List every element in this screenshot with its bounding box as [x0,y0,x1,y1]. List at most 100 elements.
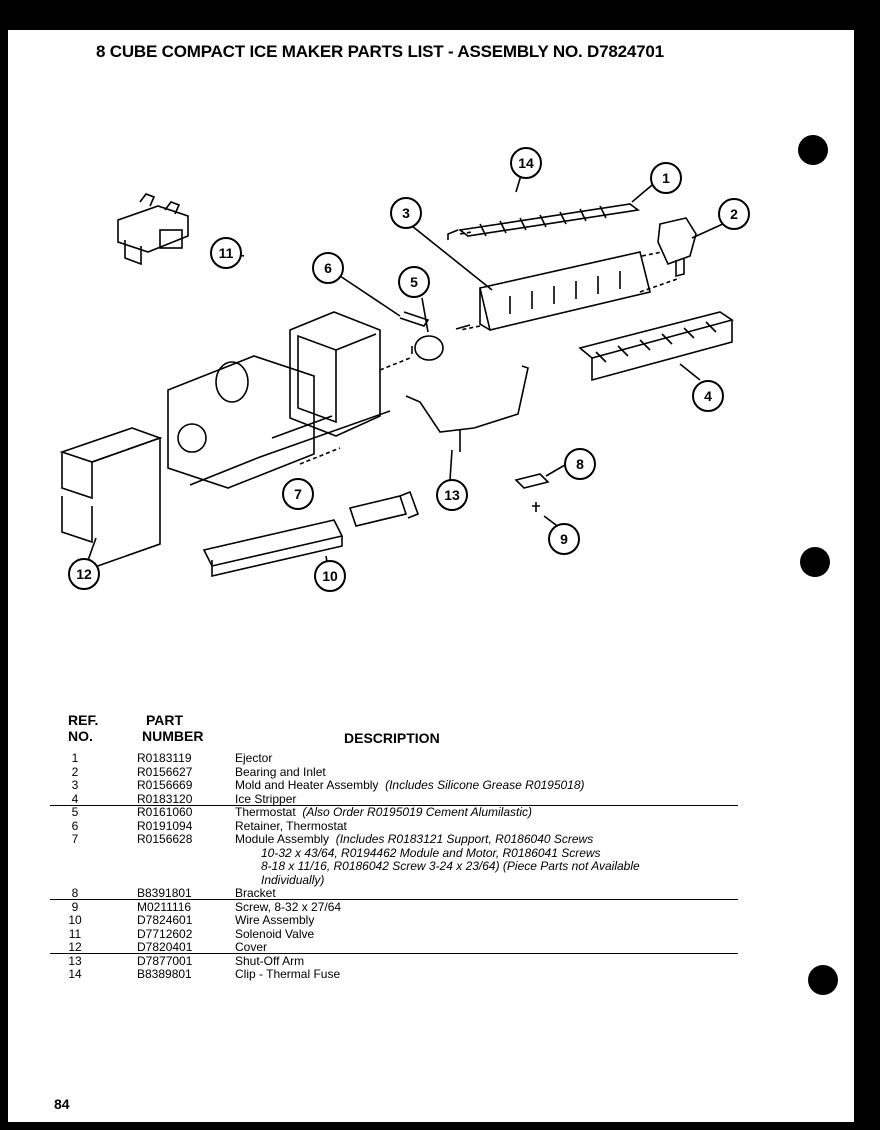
table-row: 10 D7824601 Wire Assembly [50,913,750,928]
callout-12: 12 [68,558,100,590]
svg-text:3: 3 [402,205,410,221]
description-note: (Includes Silicone Grease R0195018) [385,778,585,792]
description: Module Assembly [235,832,330,846]
ref-no: 10 [68,913,82,927]
ref-no: 14 [68,967,82,981]
col-header-ref-line2: NO. [68,728,93,744]
table-row: 9 M0211116 Screw, 8-32 x 27/64 [50,899,750,915]
description: Screw, 8-32 x 27/64 [235,899,342,914]
part-screw [532,502,540,512]
table-row: 12 D7820401 Cover [50,940,750,955]
ref-no: 1 [71,751,79,765]
callout-3: 3 [390,197,422,229]
callout-13: 13 [436,479,468,511]
part-solenoid-valve [117,193,189,266]
part-number: R0156627 [137,764,193,779]
row-divider [50,804,738,806]
ref-no: 3 [71,778,79,792]
ref-no: 9 [71,899,79,914]
description: Solenoid Valve [235,926,315,941]
col-header-description: DESCRIPTION [344,730,440,746]
part-number: D7820401 [137,940,193,954]
callout-2: 2 [718,198,750,230]
col-header-part-line2: NUMBER [142,728,204,744]
part-number: D7877001 [137,953,193,968]
table-row: 11 D7712602 Solenoid Valve [50,926,750,942]
title-assembly: ASSEMBLY NO. D7824701 [457,42,664,61]
part-number: D7824601 [137,913,193,927]
svg-text:9: 9 [560,531,568,547]
part-number: B8389801 [137,967,192,981]
col-header-part-line1: PART [146,712,184,728]
part-number: M0211116 [137,899,192,914]
callout-7: 7 [282,478,314,510]
ref-no: 6 [71,818,79,833]
part-number: R0183119 [137,751,192,765]
ref-no: 8 [71,886,79,900]
ref-no: 4 [71,791,79,806]
part-ice-stripper [578,311,734,382]
title-separator: - [443,42,458,61]
description: Cover [235,940,268,954]
description: Ejector [235,751,273,765]
col-header-description-text: DESCRIPTION [344,730,440,746]
svg-text:12: 12 [76,566,92,582]
part-ejector [447,203,641,240]
part-bearing-inlet [657,217,697,278]
col-header-part: PART NUMBER [142,712,203,744]
description-note: (Also Order R0195019 Cement Alumilastic) [302,805,533,819]
ref-no: 11 [68,926,82,941]
part-number: R0156628 [137,832,193,846]
ref-no: 5 [71,805,79,819]
exploded-diagram: 1 2 3 4 5 6 7 8 9 10 11 12 13 14 [40,120,760,600]
svg-text:4: 4 [704,388,712,404]
part-bracket [514,473,550,489]
callout-9: 9 [548,523,580,555]
part-number: D7712602 [137,926,193,941]
table-row: 8 B8391801 Bracket [50,886,750,901]
table-row-continuation: 8-18 x 11/16, R0186042 Screw 3-24 x 23/6… [50,859,750,874]
callout-6: 6 [312,252,344,284]
part-number: R0191094 [137,818,193,833]
description-note-continued: 10-32 x 43/64, R0194462 Module and Motor… [261,845,601,860]
row-divider [50,953,738,954]
table-row: 4 R0183120 Ice Stripper [50,791,750,807]
callout-14: 14 [510,147,542,179]
part-thermostat [411,335,444,361]
ref-no: 7 [71,832,79,846]
catalog-page [8,30,854,1122]
table-row: 6 R0191094 Retainer, Thermostat [50,818,750,834]
svg-text:7: 7 [294,486,302,502]
exploded-diagram-svg: 1 2 3 4 5 6 7 8 9 10 11 12 13 14 [59,147,750,592]
description-note: (Includes R0183121 Support, R0186040 Scr… [335,832,594,846]
callout-10: 10 [314,560,346,592]
table-row: 5 R0161060 Thermostat (Also Order R01950… [50,805,750,820]
ref-no: 2 [71,764,79,779]
description: Clip - Thermal Fuse [235,967,341,981]
callout-4: 4 [692,380,724,412]
svg-text:5: 5 [410,274,418,290]
parts-table: 1 R0183119 Ejector 2 R0156627 Bearing an… [50,751,750,982]
ref-no: 13 [68,953,82,968]
table-row: 14 B8389801 Clip - Thermal Fuse [50,967,750,982]
description-note-continued: 8-18 x 11/16, R0186042 Screw 3-24 x 23/6… [261,859,640,873]
callout-8: 8 [564,448,596,480]
part-retainer [399,311,430,327]
svg-text:13: 13 [444,487,460,503]
part-number: R0161060 [137,805,193,819]
row-divider [50,899,738,900]
table-row: 2 R0156627 Bearing and Inlet [50,764,750,780]
description-note-continued: Individually) [261,872,325,887]
table-row-continuation: 10-32 x 43/64, R0194462 Module and Motor… [50,846,750,861]
table-row: 1 R0183119 Ejector [50,751,750,766]
binder-hole-middle [800,547,830,577]
description: Ice Stripper [235,791,297,806]
description: Shut-Off Arm [235,953,305,968]
page-number: 84 [54,1096,70,1112]
col-header-ref: REF. NO. [68,712,98,744]
title-main: 8 CUBE COMPACT ICE MAKER PARTS LIST [96,42,444,61]
table-row: 13 D7877001 Shut-Off Arm [50,953,750,969]
description: Bearing and Inlet [235,764,326,779]
page-title: 8 CUBE COMPACT ICE MAKER PARTS LIST - AS… [96,42,796,62]
part-module-assembly [167,311,391,489]
